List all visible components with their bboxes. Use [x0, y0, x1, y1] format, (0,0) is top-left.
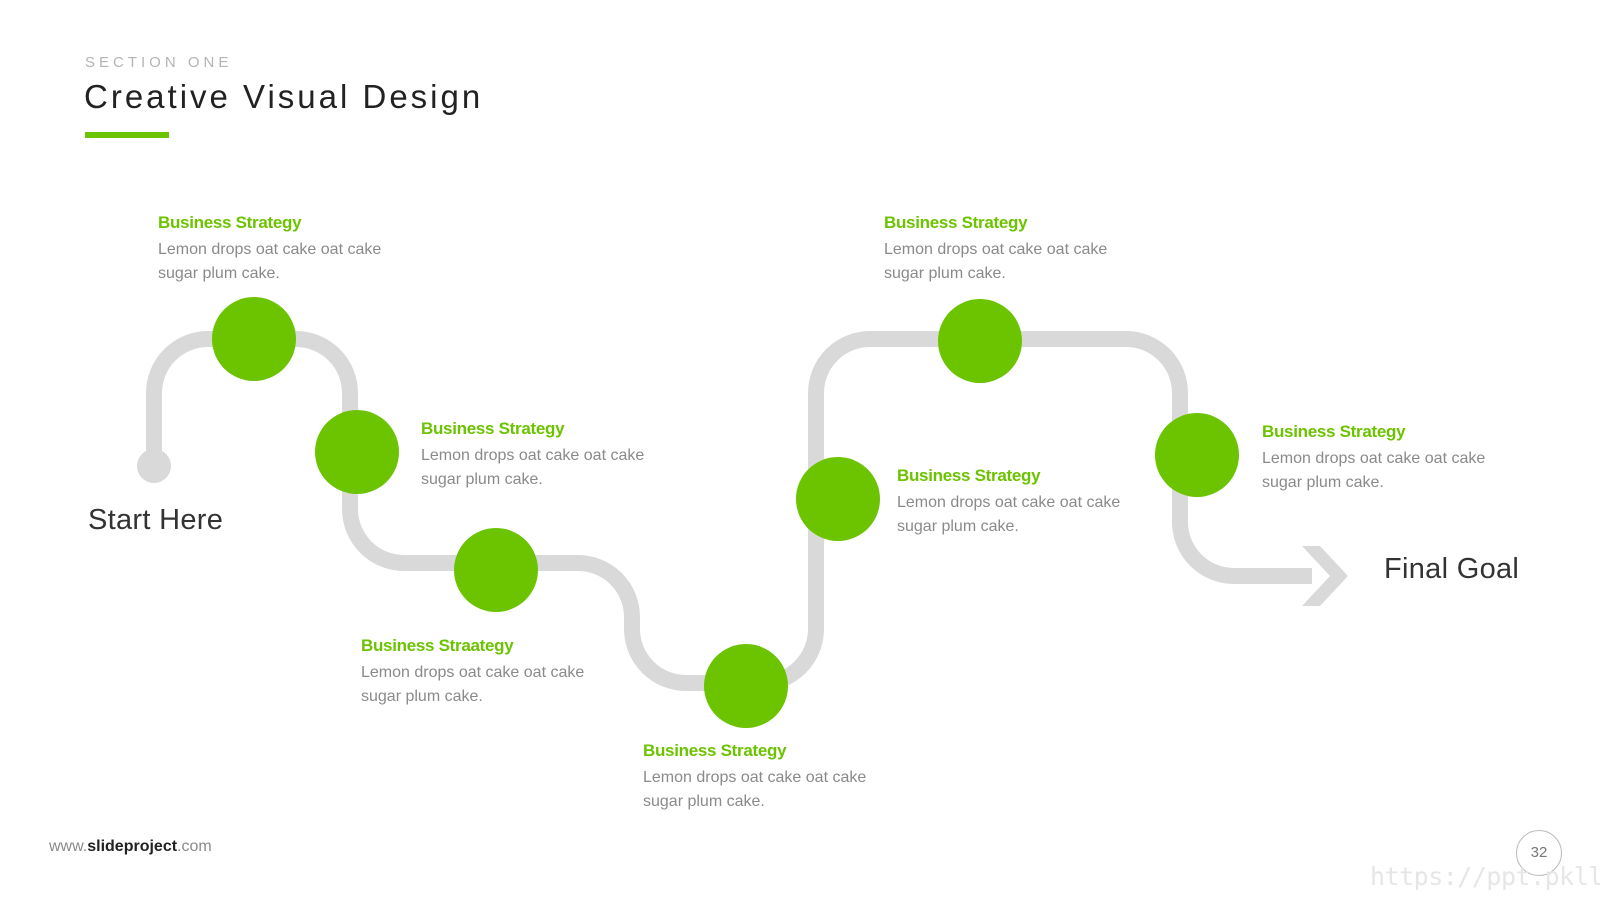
step-description: Lemon drops oat cake oat cake sugar plum… [1262, 450, 1486, 491]
step-title: Business Strategy [897, 466, 1041, 485]
step-title: Business Strategy [884, 213, 1028, 232]
footer-website-link[interactable]: www.slideproject.com [49, 838, 212, 856]
step-title: Business Strategy [158, 213, 302, 232]
start-dot [137, 449, 171, 483]
url-prefix: www. [49, 838, 88, 855]
step-title: Business Strategy [421, 419, 565, 438]
step-description: Lemon drops oat cake oat cake sugar plum… [361, 664, 585, 705]
milestone-7 [1155, 413, 1239, 497]
slide-title: Creative Visual Design [84, 78, 484, 115]
step-title: Business Strategy [1262, 422, 1406, 441]
step-description: Lemon drops oat cake oat cake sugar plum… [158, 241, 382, 282]
step-description: Lemon drops oat cake oat cake sugar plum… [421, 447, 645, 488]
milestone-4 [704, 644, 788, 728]
step-2: Business Strategy Lemon drops oat cake o… [421, 418, 671, 492]
url-suffix: .com [177, 838, 212, 855]
step-description: Lemon drops oat cake oat cake sugar plum… [897, 494, 1121, 535]
step-6: Business Strategy Lemon drops oat cake o… [884, 212, 1134, 286]
arrow-right-icon [1302, 546, 1348, 606]
section-label: SECTION ONE [85, 54, 233, 71]
start-label: Start Here [88, 504, 224, 536]
title-underline [85, 132, 169, 138]
url-brand: slideproject [87, 838, 178, 855]
step-7: Business Strategy Lemon drops oat cake o… [1262, 421, 1512, 495]
watermark: https://ppt.pkll.de [1370, 862, 1600, 891]
step-3: Business Straategy Lemon drops oat cake … [361, 635, 611, 709]
step-title: Business Strategy [643, 741, 787, 760]
step-1: Business Strategy Lemon drops oat cake o… [158, 212, 408, 286]
step-description: Lemon drops oat cake oat cake sugar plum… [643, 769, 867, 810]
step-description: Lemon drops oat cake oat cake sugar plum… [884, 241, 1108, 282]
end-label: Final Goal [1384, 553, 1520, 585]
milestone-3 [454, 528, 538, 612]
step-5: Business Strategy Lemon drops oat cake o… [897, 465, 1147, 539]
step-4: Business Strategy Lemon drops oat cake o… [643, 740, 893, 814]
milestone-5 [796, 457, 880, 541]
milestone-1 [212, 297, 296, 381]
step-title: Business Straategy [361, 636, 514, 655]
page-number: 32 [1516, 830, 1562, 876]
roadmap-track [146, 331, 1312, 691]
milestone-2 [315, 410, 399, 494]
milestone-6 [938, 299, 1022, 383]
